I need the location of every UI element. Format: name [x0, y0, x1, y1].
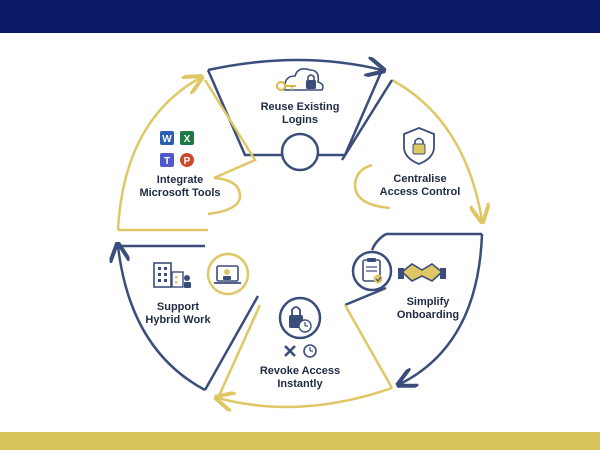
step-label-line2: Microsoft Tools [139, 187, 220, 199]
svg-text:T: T [164, 156, 170, 167]
svg-text:P: P [184, 156, 191, 167]
svg-text:Hybrid Work: Hybrid Work [145, 314, 211, 326]
step-label-line2: Onboarding [397, 309, 459, 321]
step-label-line1: Support [157, 301, 199, 313]
handshake-clipboard-icon [362, 258, 446, 284]
svg-text:X: X [184, 134, 191, 145]
step-label-line1: Reuse Existing [261, 101, 340, 113]
segment-reuse-existing-logins: Reuse Existing Logins [206, 60, 382, 172]
access-cycle-diagram: Reuse Existing Logins Centralise Access … [0, 33, 600, 432]
step-label-line2: Logins [282, 114, 318, 126]
segment-centralise-access-control: Centralise Access Control [340, 78, 482, 220]
svg-text:W: W [162, 134, 172, 145]
step-label-line2: Hybrid Work [145, 314, 211, 326]
cloud-key-lock-icon [276, 68, 324, 91]
svg-text:Logins: Logins [282, 114, 318, 126]
svg-text:Reuse Existing: Reuse Existing [261, 101, 340, 113]
svg-text:Instantly: Instantly [277, 378, 323, 390]
shield-lock-icon [403, 127, 435, 165]
header-bar [0, 0, 600, 33]
svg-text:Revoke Access: Revoke Access [260, 365, 340, 377]
segment-integrate-microsoft-tools: W X T P Integrate Microsoft Tools [116, 78, 257, 232]
step-label-line1: Revoke Access [260, 365, 340, 377]
segment-support-hybrid-work: Support Hybrid Work [118, 246, 260, 392]
microsoft-apps-icon: W X T P [160, 131, 194, 167]
svg-text:Support: Support [157, 301, 199, 313]
svg-text:Centralise: Centralise [393, 173, 446, 185]
revoke-lock-icon [284, 306, 317, 358]
segment-simplify-onboarding: Simplify Onboarding [344, 232, 484, 384]
segment-revoke-access-instantly: Revoke Access Instantly [218, 296, 394, 407]
svg-text:Onboarding: Onboarding [397, 309, 459, 321]
step-label-line2: Access Control [380, 186, 461, 198]
svg-text:Integrate: Integrate [157, 174, 203, 186]
svg-text:Microsoft Tools: Microsoft Tools [139, 187, 220, 199]
svg-text:Simplify: Simplify [407, 296, 451, 308]
step-label-line1: Centralise [393, 173, 446, 185]
step-label-line1: Integrate [157, 174, 203, 186]
footer-bar [0, 432, 600, 450]
office-remote-worker-icon [153, 262, 241, 288]
svg-text:Access Control: Access Control [380, 186, 461, 198]
step-label-line1: Simplify [407, 296, 451, 308]
step-label-line2: Instantly [277, 378, 323, 390]
